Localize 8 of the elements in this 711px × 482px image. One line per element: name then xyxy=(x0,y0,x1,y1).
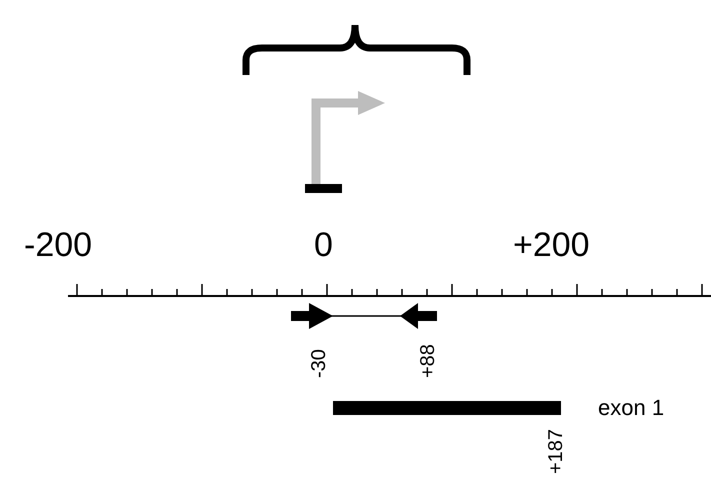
exon-bar xyxy=(333,401,561,415)
scale-label: +200 xyxy=(513,228,590,262)
scale-label: 0 xyxy=(314,228,333,262)
exon-label: exon 1 xyxy=(598,397,664,419)
position-label: -30 xyxy=(309,349,329,378)
scale-label: -200 xyxy=(24,228,92,262)
position-label: +187 xyxy=(546,428,566,474)
position-label: +88 xyxy=(418,344,438,378)
